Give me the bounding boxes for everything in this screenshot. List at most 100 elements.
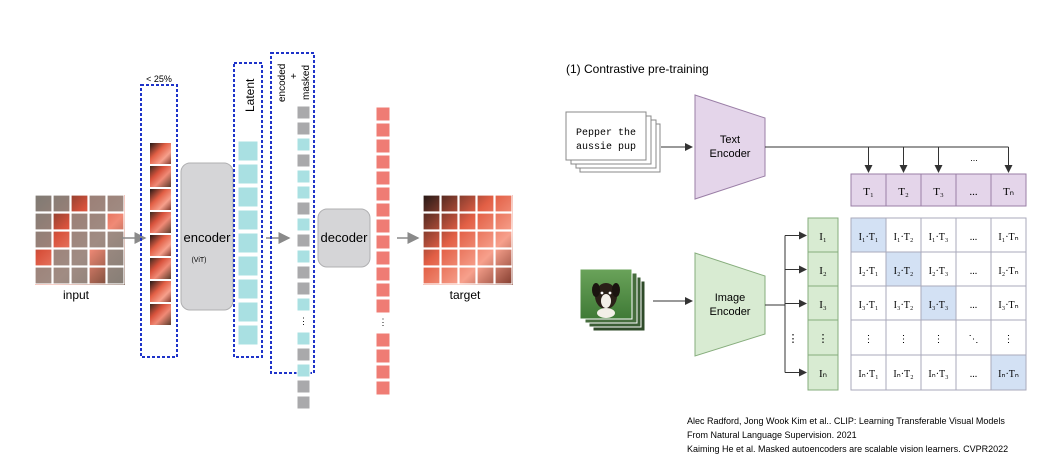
matrix-cell-label: ⋮ <box>934 334 944 345</box>
text-embedding-label: T₂ <box>898 186 909 198</box>
encoder-label: encoder <box>184 230 232 245</box>
text-embedding-cell <box>885 173 922 207</box>
matrix-cell-label: I₃·T₃ <box>929 300 949 311</box>
latent-box <box>233 62 263 358</box>
target-token <box>375 380 391 396</box>
matrix-cell <box>850 251 887 288</box>
image-embedding-arrows <box>765 231 807 377</box>
mask-token <box>296 153 311 168</box>
visible-patch <box>150 189 171 210</box>
encoded-token <box>296 217 311 232</box>
input-patch <box>34 212 53 231</box>
encoded-masked-box <box>270 52 315 374</box>
target-patch <box>458 248 477 267</box>
mask-token <box>296 265 311 280</box>
latent-token <box>237 140 259 162</box>
image-embedding-label: I₂ <box>819 265 827 277</box>
target-patch <box>458 266 477 285</box>
target-patch <box>422 266 441 285</box>
text-embedding-label: ... <box>969 186 978 198</box>
encoded-token <box>296 249 311 264</box>
target-patch <box>422 212 441 231</box>
matrix-cell-label: I₃·Tₙ <box>998 300 1018 311</box>
visible-patches <box>150 143 171 325</box>
clip-title: (1) Contrastive pre-training <box>566 62 709 76</box>
input-patch <box>88 230 107 249</box>
input-patch <box>106 230 125 249</box>
image-encoder-label-2: Encoder <box>710 306 751 318</box>
target-patch <box>494 194 513 213</box>
target-patch <box>494 248 513 267</box>
target-token <box>375 250 391 266</box>
matrix-cell-label: Iₙ·T₁ <box>858 369 878 380</box>
text-embedding-label: Tₙ <box>1003 186 1014 198</box>
matrix-cell <box>885 354 922 391</box>
image-embedding-cell <box>807 217 839 254</box>
target-token <box>375 170 391 186</box>
encoded-token <box>296 185 311 200</box>
image-embedding-label: ⋮ <box>818 333 829 345</box>
input-patch <box>70 230 89 249</box>
mask-token <box>296 281 311 296</box>
text-input-line-1: Pepper the <box>576 127 636 139</box>
input-image-grid <box>34 194 125 285</box>
target-patch <box>458 230 477 249</box>
latent-token <box>237 255 259 277</box>
target-patch <box>476 248 495 267</box>
input-patch <box>34 266 53 285</box>
target-patch <box>422 230 441 249</box>
matrix-cell <box>990 319 1027 356</box>
matrix-cell <box>955 251 992 288</box>
target-image-grid <box>422 194 513 285</box>
mask-token <box>296 201 311 216</box>
target-token <box>375 186 391 202</box>
mask-token <box>296 347 311 362</box>
text-embedding-arrows <box>765 146 1013 173</box>
matrix-cell-label: ... <box>970 369 978 380</box>
masked-label: masked <box>301 65 312 100</box>
encoded-token <box>296 169 311 184</box>
encoded-token <box>296 137 311 152</box>
matrix-cell <box>955 319 992 356</box>
target-token <box>375 202 391 218</box>
target-image <box>423 195 513 285</box>
decoder-block <box>317 208 371 268</box>
latent-token <box>237 301 259 323</box>
matrix-cell-label: I₃·T₂ <box>894 300 914 311</box>
target-label: target <box>450 288 481 302</box>
ratio-label: < 25% <box>146 74 172 84</box>
target-token <box>375 154 391 170</box>
input-patch <box>52 248 71 267</box>
matrix-cell-label: I₁·T₂ <box>894 232 914 243</box>
target-ellipsis: ⋮ <box>379 317 388 327</box>
target-patch <box>458 194 477 213</box>
latent-token <box>237 209 259 231</box>
matrix-cell-label: I₂·Tₙ <box>998 266 1018 277</box>
matrix-cell <box>990 217 1027 254</box>
target-patch <box>440 194 459 213</box>
clip-diagram: (1) Contrastive pre-training Pepper the … <box>565 62 1027 391</box>
input-patch <box>34 230 53 249</box>
input-patch <box>88 212 107 231</box>
decoder-label: decoder <box>321 230 369 245</box>
target-patch <box>440 230 459 249</box>
text-embedding-cell <box>990 173 1027 207</box>
matrix-cell-diagonal <box>920 285 957 322</box>
matrix-cell-label: I₂·T₂ <box>894 266 914 277</box>
input-patch <box>88 266 107 285</box>
target-patch <box>440 248 459 267</box>
input-patch <box>34 248 53 267</box>
plus-label: + <box>289 73 300 79</box>
input-patch <box>52 212 71 231</box>
target-patch <box>494 230 513 249</box>
image-embedding-label: Iₙ <box>819 368 827 380</box>
combined-tokens: ⋮ <box>296 105 311 410</box>
target-token <box>375 122 391 138</box>
text-encoder-block <box>694 94 766 200</box>
target-patch <box>440 212 459 231</box>
latent-token <box>237 278 259 300</box>
